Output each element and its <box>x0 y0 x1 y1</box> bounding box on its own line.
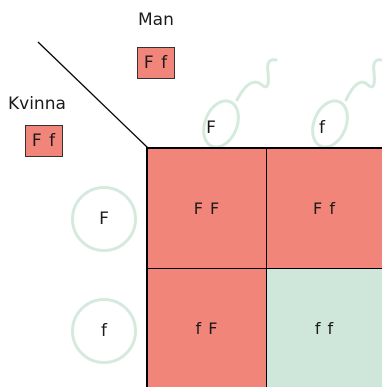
cell-text: f f <box>314 318 335 338</box>
egg-2: f <box>71 298 137 364</box>
egg-1: F <box>71 186 137 252</box>
sperm-allele-1: F <box>206 118 216 138</box>
sperm-allele-2: f <box>319 118 325 138</box>
female-genotype: F f <box>25 125 63 157</box>
cell-ff-dominant: F F <box>146 147 267 269</box>
cell-text: f F <box>195 318 219 338</box>
cell-ff-hetero-2: f F <box>146 269 267 387</box>
male-label: Man <box>138 10 174 30</box>
cell-text: F f <box>313 199 336 218</box>
female-label: Kvinna <box>8 94 66 114</box>
cell-ff-hetero-1: F f <box>267 147 382 269</box>
cell-ff-recessive: f f <box>267 269 382 387</box>
header-diagonal <box>37 41 149 149</box>
male-genotype: F f <box>137 47 175 79</box>
egg-allele-1: F <box>99 209 109 229</box>
sperm-icon-2 <box>311 58 382 149</box>
cell-text: F F <box>193 199 221 218</box>
egg-allele-2: f <box>101 321 107 341</box>
sperm-icon-1 <box>202 58 278 149</box>
